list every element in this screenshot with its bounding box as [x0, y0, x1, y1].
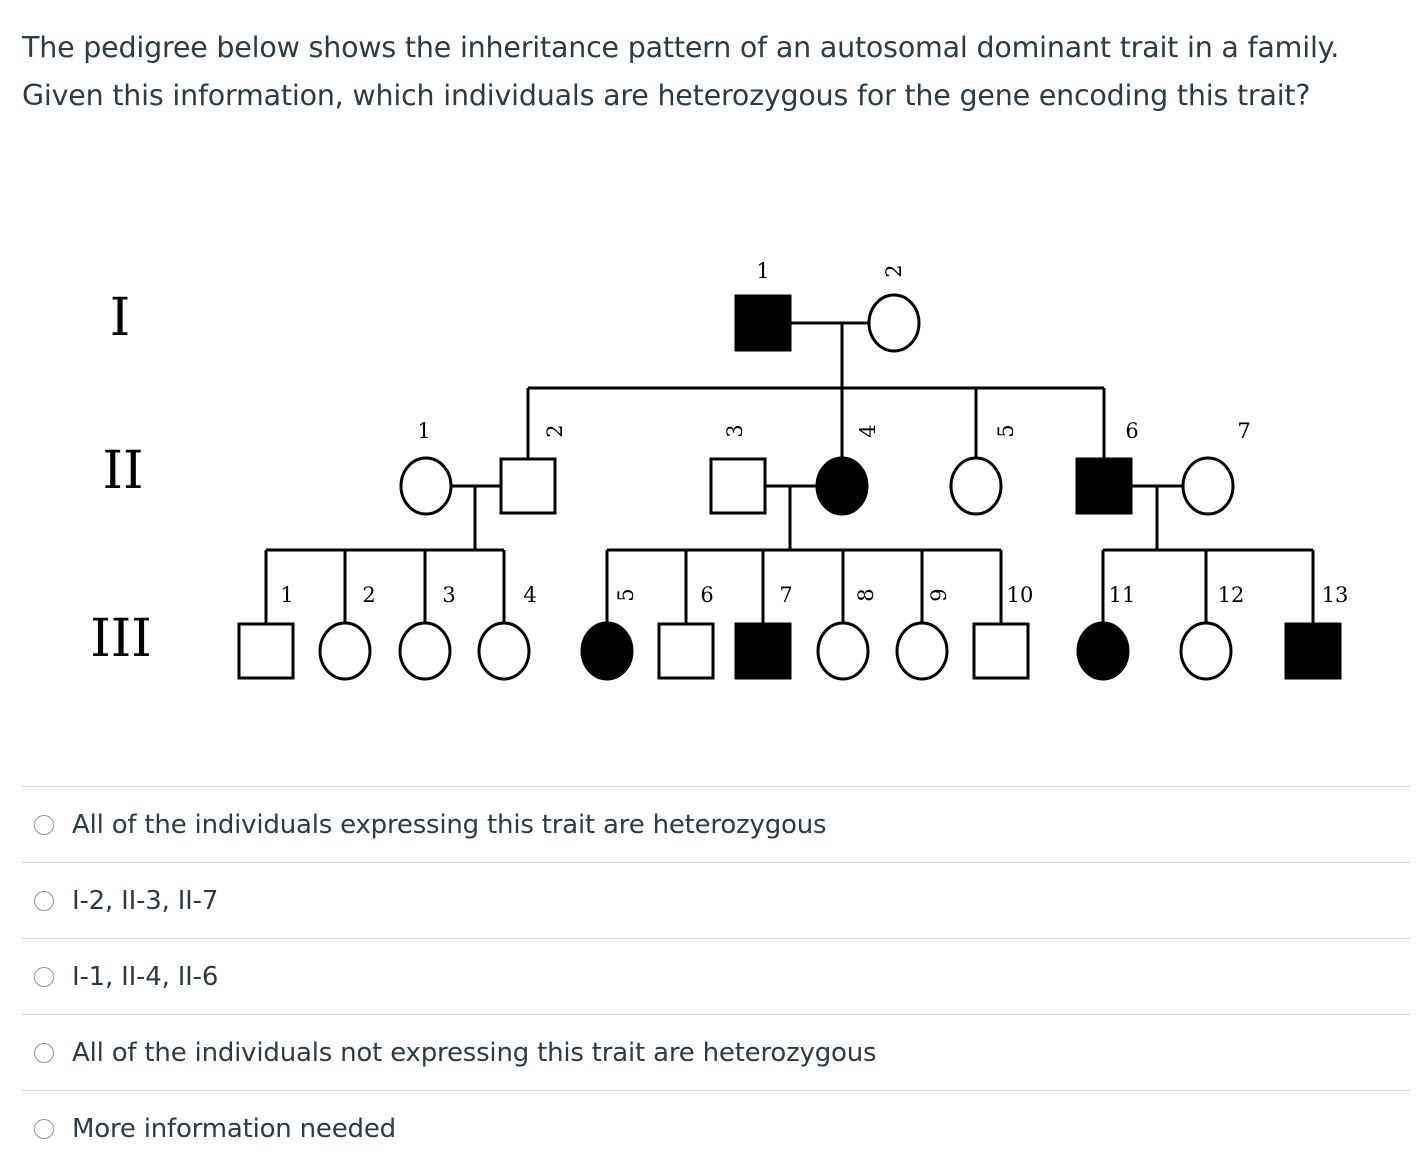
individual-number: 10 [1007, 583, 1034, 607]
individual-number: 11 [1109, 583, 1136, 607]
pedigree-lines [264, 321, 1315, 625]
unaffected-female-circle [1181, 456, 1235, 516]
unaffected-male-square [499, 457, 557, 515]
unaffected-female-circle [477, 621, 531, 681]
unaffected-female-circle [1179, 621, 1233, 681]
individual-number: 1 [417, 419, 430, 443]
radio-button[interactable] [34, 966, 54, 987]
answer-label: More information needed [72, 1113, 396, 1144]
individual-number: 13 [1322, 583, 1349, 607]
individual-number: 8 [854, 588, 878, 601]
affected-male-square [734, 622, 792, 680]
unaffected-female-circle [399, 456, 453, 516]
unaffected-female-circle [949, 456, 1003, 516]
individual-number: 9 [927, 588, 951, 601]
answer-option-2[interactable]: I-2, II-3, II-7 [22, 862, 1410, 938]
generation-label-II: II [102, 441, 143, 501]
answer-label: I-1, II-4, II-6 [72, 961, 219, 992]
affected-female-circle [580, 621, 634, 681]
individual-number: 3 [723, 424, 747, 437]
affected-male-square [1075, 457, 1133, 515]
answer-option-1[interactable]: All of the individuals expressing this t… [22, 786, 1410, 862]
unaffected-female-circle [318, 621, 372, 681]
unaffected-male-square [972, 622, 1030, 680]
affected-female-circle [1076, 621, 1130, 681]
question-line-1: The pedigree below shows the inheritance… [22, 31, 1340, 64]
individual-number: 6 [1125, 419, 1138, 443]
individual-number: 2 [543, 424, 567, 437]
unaffected-female-circle [398, 621, 452, 681]
affected-female-circle [815, 456, 869, 516]
radio-button[interactable] [34, 1042, 54, 1063]
individual-number: 3 [442, 583, 455, 607]
unaffected-female-circle [816, 621, 870, 681]
answer-option-4[interactable]: All of the individuals not expressing th… [22, 1014, 1410, 1090]
individual-number: 4 [523, 583, 536, 607]
affected-male-square [1284, 622, 1342, 680]
individual-number: 7 [779, 583, 792, 607]
answer-option-5[interactable]: More information needed [22, 1090, 1410, 1166]
radio-button[interactable] [34, 1118, 54, 1139]
unaffected-male-square [709, 457, 767, 515]
affected-male-square [734, 294, 792, 352]
individual-number: 1 [280, 583, 293, 607]
answer-label: All of the individuals not expressing th… [72, 1037, 877, 1068]
question-line-2: Given this information, which individual… [22, 79, 1311, 112]
individual-number: 5 [994, 424, 1018, 437]
individual-number: 2 [882, 264, 906, 277]
generation-label-III: III [90, 609, 152, 669]
unaffected-female-circle [895, 621, 949, 681]
radio-button[interactable] [34, 890, 54, 911]
individual-number: 12 [1218, 583, 1245, 607]
unaffected-female-circle [867, 293, 921, 353]
individual-number: 4 [856, 424, 880, 437]
answer-label: All of the individuals expressing this t… [72, 809, 827, 840]
individual-number: 1 [756, 259, 769, 283]
answer-option-3[interactable]: I-1, II-4, II-6 [22, 938, 1410, 1014]
individual-number: 5 [614, 588, 638, 601]
answer-label: I-2, II-3, II-7 [72, 885, 219, 916]
answer-list: All of the individuals expressing this t… [22, 786, 1410, 1166]
radio-button[interactable] [34, 814, 54, 835]
unaffected-male-square [657, 622, 715, 680]
question-text: The pedigree below shows the inheritance… [22, 24, 1412, 120]
generation-label-I: I [110, 288, 131, 348]
individual-number: 6 [700, 583, 713, 607]
individual-number: 7 [1237, 419, 1250, 443]
individual-number: 2 [362, 583, 375, 607]
unaffected-male-square [237, 622, 295, 680]
pedigree-symbols [237, 293, 1342, 681]
